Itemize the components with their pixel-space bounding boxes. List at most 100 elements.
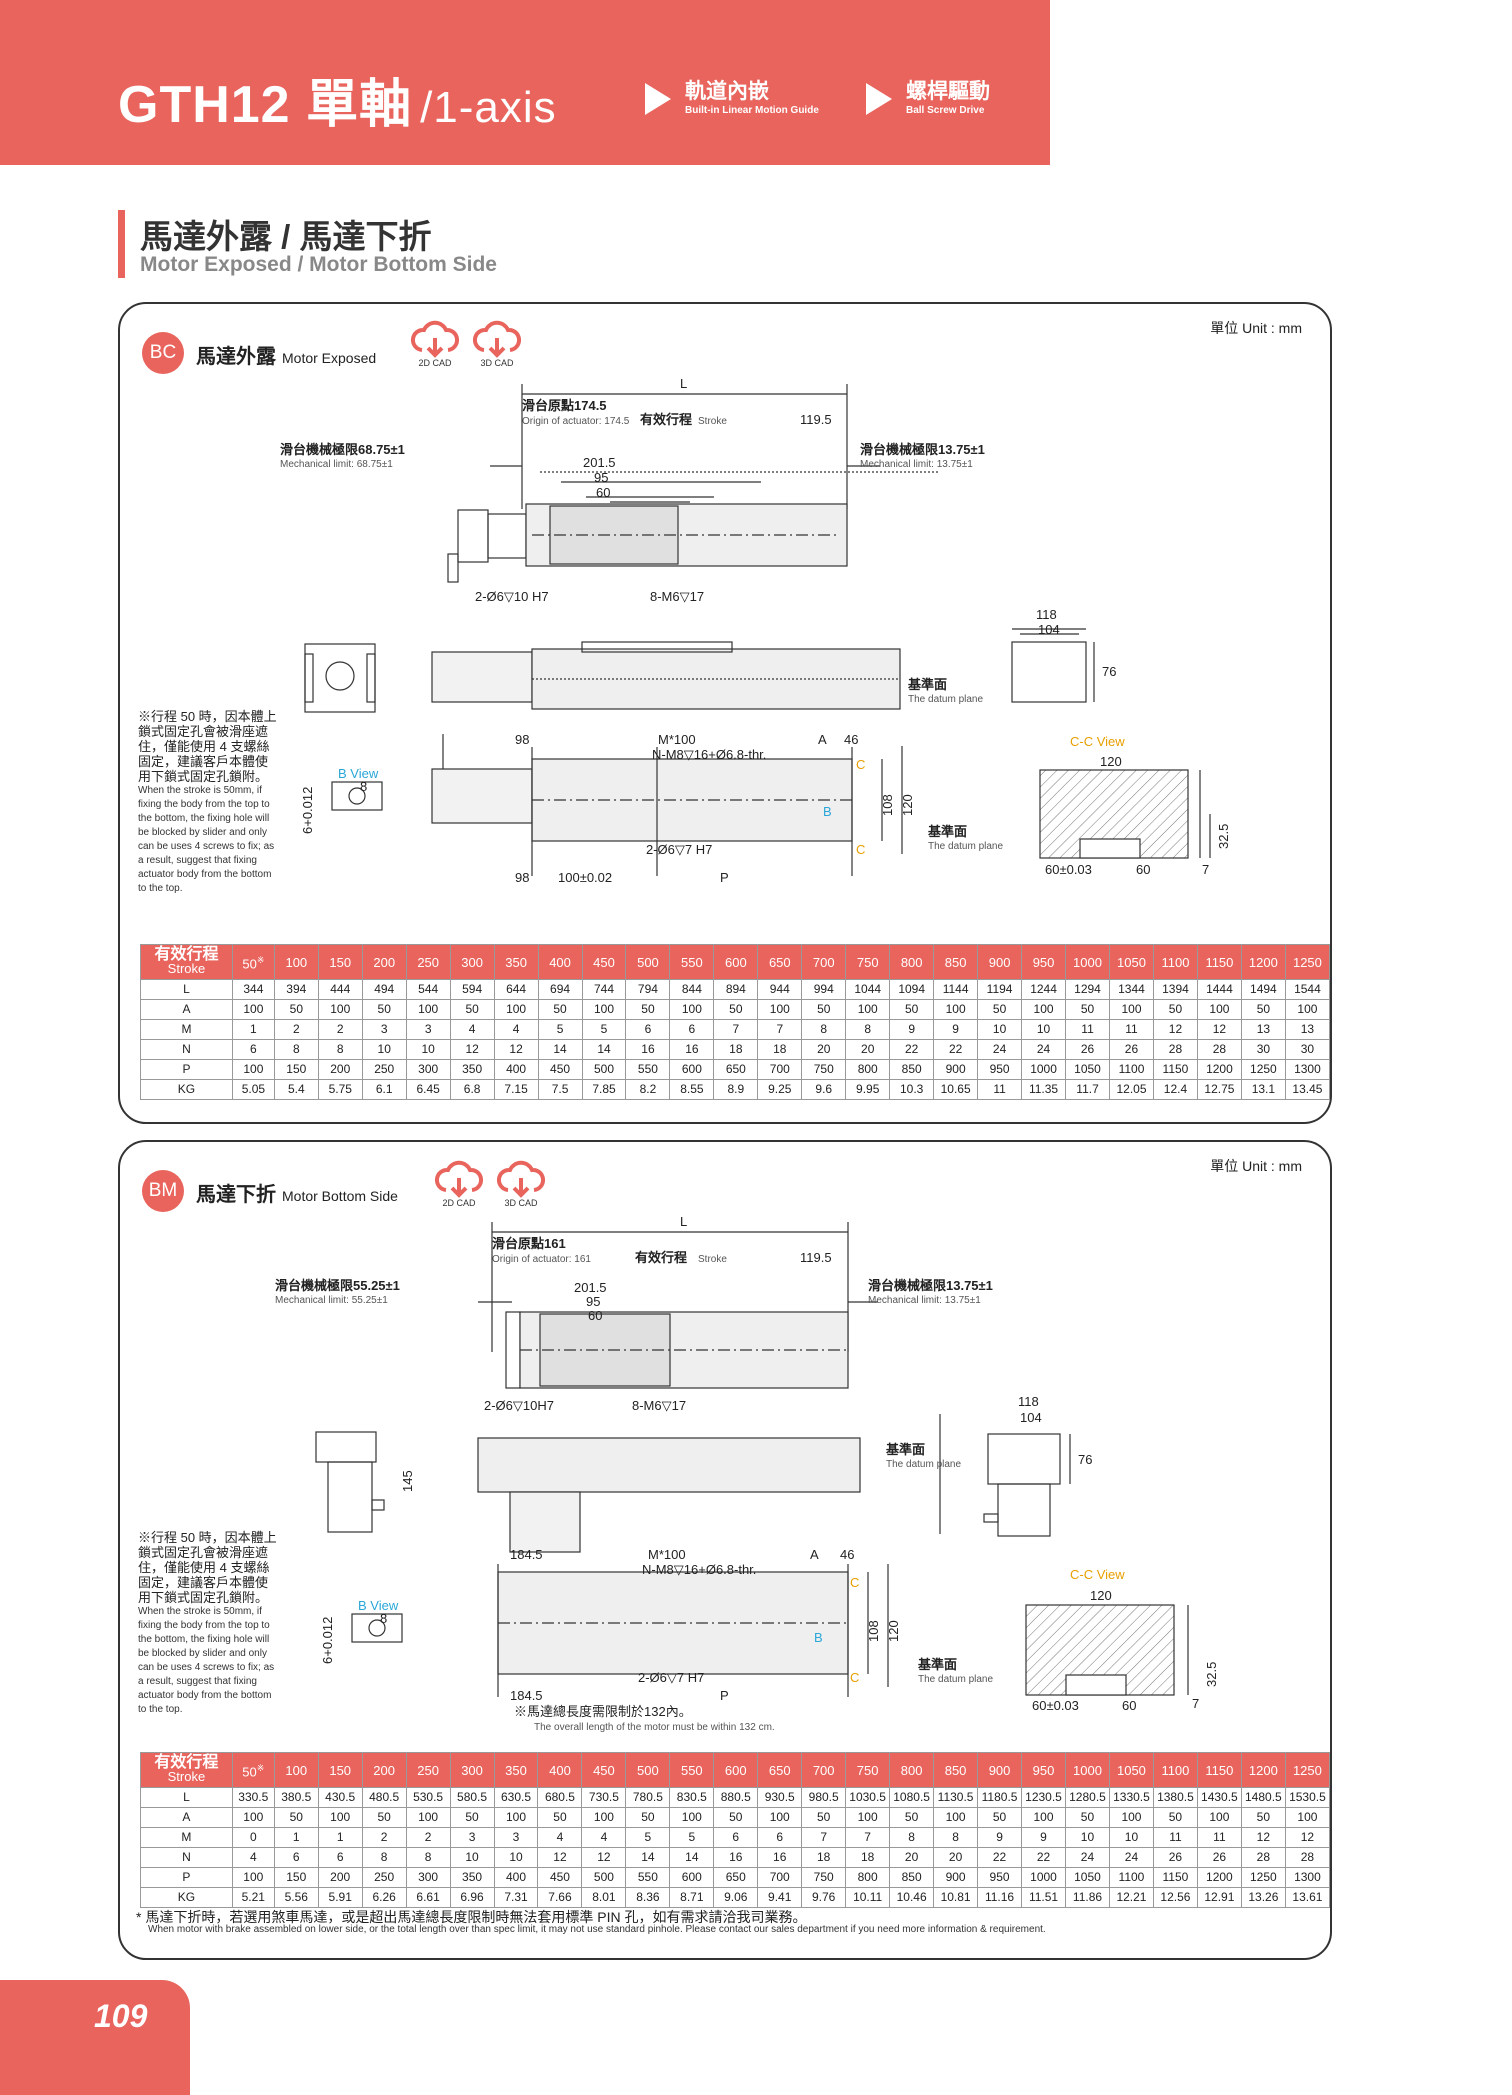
cad-3d-download-icon[interactable]: 3D CAD bbox=[496, 1156, 546, 1208]
dim-stroke: 有效行程 bbox=[635, 1250, 687, 1265]
panel-title-zh: 馬達下折 bbox=[196, 1184, 276, 1206]
table-cell: 100 bbox=[405, 999, 451, 1020]
table-cell: 16 bbox=[625, 1039, 671, 1060]
table-cell: 6.8 bbox=[449, 1079, 495, 1100]
table-cell: 22 bbox=[933, 1039, 979, 1060]
dim-119-5: 119.5 bbox=[800, 412, 832, 427]
dim-100: 100±0.02 bbox=[558, 870, 612, 885]
dim-tolerance: 6+0.012 bbox=[320, 1617, 335, 1664]
table-cell: 9.25 bbox=[757, 1079, 803, 1100]
table-cell: 6.45 bbox=[405, 1079, 451, 1100]
dim-thread-m8: N-M8▽16+Ø6.8-thr. bbox=[652, 747, 766, 762]
table-cell: 11 bbox=[977, 1079, 1023, 1100]
table-cell: 1 bbox=[231, 1019, 275, 1040]
table-cell: 50 bbox=[1152, 1807, 1198, 1828]
dim-mech-left-en: Mechanical limit: 68.75±1 bbox=[280, 459, 393, 470]
table-cell: 100 bbox=[757, 1807, 803, 1828]
table-cell: 14 bbox=[581, 1039, 627, 1060]
table-cell: 10.65 bbox=[933, 1079, 979, 1100]
table-cell: 9 bbox=[889, 1019, 935, 1040]
dim-95: 95 bbox=[594, 470, 608, 485]
table-cell: 13 bbox=[1240, 1019, 1286, 1040]
dim-cc-120: 120 bbox=[1090, 1588, 1112, 1603]
table-cell: 1 bbox=[273, 1827, 319, 1848]
b-view-label: B View bbox=[358, 1598, 399, 1613]
cad-2d-download-icon[interactable]: 2D CAD bbox=[434, 1156, 484, 1208]
stroke-col: 200 bbox=[361, 944, 407, 980]
feature-drive-zh: 螺桿驅動 bbox=[906, 80, 990, 103]
dim-46: 46 bbox=[840, 1547, 854, 1562]
stroke-col: 100 bbox=[273, 944, 319, 980]
table-cell: 10.81 bbox=[933, 1887, 979, 1908]
table-cell: 100 bbox=[231, 999, 275, 1020]
table-cell: 350 bbox=[449, 1867, 495, 1888]
stroke-col: 850 bbox=[933, 1752, 979, 1788]
table-cell: 880.5 bbox=[713, 1787, 759, 1808]
table-cell: 694 bbox=[537, 979, 583, 1000]
table-cell: 12.75 bbox=[1196, 1079, 1242, 1100]
table-cell: 650 bbox=[713, 1867, 759, 1888]
table-cell: 350 bbox=[449, 1059, 495, 1080]
table-cell: 1230.5 bbox=[1021, 1787, 1066, 1808]
table-cell: 6.96 bbox=[449, 1887, 495, 1908]
table-cell: 680.5 bbox=[537, 1787, 583, 1808]
table-cell: 1044 bbox=[845, 979, 891, 1000]
table-cell: 9 bbox=[933, 1019, 979, 1040]
table-cell: 300 bbox=[405, 1867, 451, 1888]
section-title-zh: 馬達外露 / 馬達下折 bbox=[140, 218, 432, 255]
cad-3d-download-icon[interactable]: 3D CAD bbox=[472, 316, 522, 368]
datum-plane-en: The datum plane bbox=[908, 694, 983, 705]
play-arrow-icon bbox=[645, 82, 671, 115]
table-cell: 10 bbox=[449, 1847, 495, 1868]
table-cell: 5.56 bbox=[273, 1887, 319, 1908]
cad-2d-download-icon[interactable]: 2D CAD bbox=[410, 316, 460, 368]
table-cell: 450 bbox=[537, 1867, 583, 1888]
table-cell: 50 bbox=[537, 999, 583, 1020]
table-cell: 10 bbox=[1021, 1019, 1067, 1040]
badge-bm: BM bbox=[142, 1170, 184, 1212]
table-cell: 550 bbox=[625, 1867, 671, 1888]
table-cell: 5 bbox=[669, 1827, 715, 1848]
table-cell: 100 bbox=[757, 999, 803, 1020]
stroke-mark: ※ bbox=[256, 954, 265, 965]
cad-3d-label: 3D CAD bbox=[480, 358, 514, 368]
dim-mech-left: 滑台機械極限68.75±1 bbox=[280, 442, 405, 457]
table-cell: 8.9 bbox=[713, 1079, 759, 1100]
unit-label: 單位 Unit : mm bbox=[1210, 1158, 1302, 1174]
table-cell: 530.5 bbox=[405, 1787, 451, 1808]
table-cell: 50 bbox=[273, 999, 319, 1020]
section-c-top: C bbox=[856, 757, 865, 772]
table-cell: 944 bbox=[757, 979, 803, 1000]
dim-119-5: 119.5 bbox=[800, 1250, 832, 1265]
table-cell: 50 bbox=[801, 999, 847, 1020]
table-cell: 1380.5 bbox=[1152, 1787, 1198, 1808]
table-cell: 7 bbox=[757, 1019, 803, 1040]
table-cell: 11.86 bbox=[1065, 1887, 1110, 1908]
table-cell: 50 bbox=[625, 999, 671, 1020]
table-cell: 10 bbox=[1065, 1827, 1110, 1848]
table-cell: 900 bbox=[933, 1059, 979, 1080]
table-cell: 100 bbox=[845, 1807, 891, 1828]
table-cell: 844 bbox=[669, 979, 715, 1000]
table-cell: 50 bbox=[713, 1807, 759, 1828]
table-cell: 1200 bbox=[1196, 1867, 1242, 1888]
datum-plane: 基準面 bbox=[907, 677, 947, 692]
dim-mech-left: 滑台機械極限55.25±1 bbox=[275, 1278, 400, 1293]
dim-l: L bbox=[680, 1214, 687, 1229]
dim-76: 76 bbox=[1078, 1452, 1092, 1467]
table-cell: 14 bbox=[669, 1847, 715, 1868]
dim-m100: M*100 bbox=[658, 732, 696, 747]
stroke-col: 650 bbox=[757, 1752, 803, 1788]
view-b-marker: B bbox=[814, 1630, 823, 1645]
table-cell: 1030.5 bbox=[845, 1787, 891, 1808]
table-cell: 100 bbox=[1021, 1807, 1066, 1828]
stroke-note-zh: ※行程 50 時，因本體上鎖式固定孔會被滑座遮住，僅能使用 4 支螺絲固定，建議… bbox=[138, 1530, 277, 1605]
